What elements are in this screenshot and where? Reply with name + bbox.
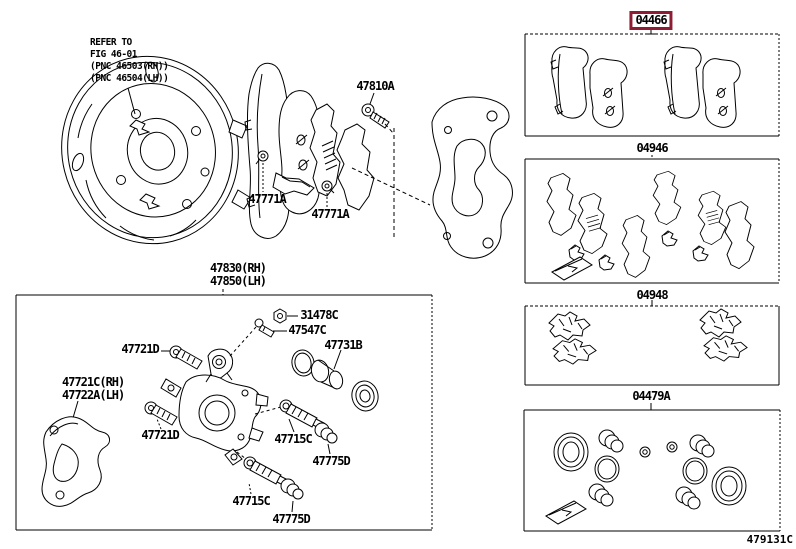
part-label-47771a-upper[interactable]: 47771A [248,192,286,206]
pad-clip-upper [255,150,269,192]
part-label-47721d-lower[interactable]: 47721D [141,428,179,442]
part-label-47715c-lower[interactable]: 47715C [232,494,270,508]
caliper-body-drawing [160,348,269,466]
part-label-47850-lh[interactable]: 47850(LH) [210,274,267,288]
part-label-47721c-rh[interactable]: 47721C(RH) [62,375,125,389]
part-label-47722a-lh[interactable]: 47722A(LH) [62,388,125,402]
slide-bolt-47810a-drawing [361,92,395,135]
kit-label-04479a[interactable]: 04479A [632,389,670,403]
refer-note-line2: FIG 46-01 [90,49,137,60]
refer-note-line4: (PNC 46504(LH)) [90,73,169,84]
part-label-47547c[interactable]: 47547C [288,323,326,337]
kit-04948-contents [548,308,748,365]
part-label-31478c[interactable]: 31478C [300,308,338,322]
part-label-47775d-upper[interactable]: 47775D [312,454,350,468]
caliper-box-border [15,289,433,531]
refer-note-line1: REFER TO [90,37,132,48]
backing-plate-drawing [61,55,252,245]
part-label-47715c-upper[interactable]: 47715C [274,432,312,446]
part-label-47775d-lower[interactable]: 47775D [272,512,310,526]
kit-label-04466-highlighted[interactable]: 04466 [629,11,673,30]
part-label-47810a[interactable]: 47810A [356,79,394,93]
kit-label-04946[interactable]: 04946 [636,141,668,155]
part-label-47721d-upper[interactable]: 47721D [121,342,159,356]
brake-pads-exploded [244,62,431,239]
kit-04466-contents [550,46,741,128]
kit-04946-contents [546,170,755,281]
mounting-bolts-drawing [144,345,203,430]
part-label-caliper-assy[interactable]: 47830(RH) 47850(LH) [210,261,267,288]
refer-note-line3: (PNC 46503(RH)) [90,61,169,72]
part-label-47731b[interactable]: 47731B [324,338,362,352]
note-leader-line [127,87,136,115]
pad-support-plate [272,172,315,196]
kit-04479a-contents [545,429,747,525]
piston-group-drawing [291,349,379,412]
slide-pins-drawing [236,399,338,513]
part-label-47771a-lower[interactable]: 47771A [311,207,349,221]
pad-clip-lower [321,180,335,207]
figure-code: 479131C [746,533,793,546]
kit-box-borders [523,29,781,532]
torque-plate-drawing [41,400,110,507]
caliper-mounting-bracket-drawing [393,96,513,259]
part-label-torque-plate[interactable]: 47721C(RH) 47722A(LH) [62,375,125,402]
part-label-47830-rh[interactable]: 47830(RH) [210,261,267,275]
kit-label-04948[interactable]: 04948 [636,288,668,302]
bleeder-and-nut-drawing [229,308,298,357]
refer-note: REFER TO FIG 46-01 (PNC 46503(RH)) (PNC … [90,37,169,85]
